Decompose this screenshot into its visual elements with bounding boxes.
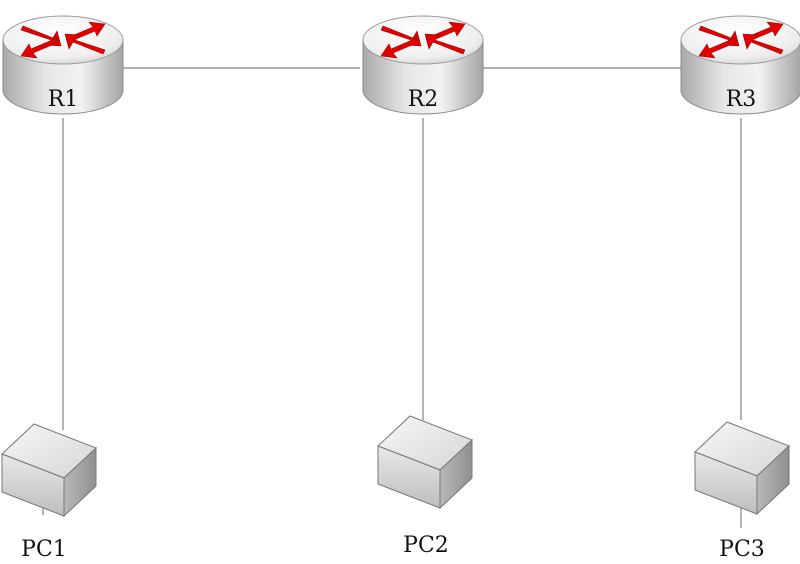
pc-icon xyxy=(377,415,473,509)
pc-pc2[interactable] xyxy=(377,415,473,509)
router-label-r2: R2 xyxy=(408,87,439,112)
pc-pc1[interactable] xyxy=(1,423,97,517)
router-label-r1: R1 xyxy=(48,87,79,112)
pc-icon xyxy=(1,423,97,517)
router-label-r3: R3 xyxy=(726,87,757,112)
pc-label-pc3: PC3 xyxy=(719,537,765,562)
pc-icon xyxy=(694,421,790,515)
pc-pc3[interactable] xyxy=(694,421,790,515)
pc-label-pc1: PC1 xyxy=(21,537,67,562)
pc-label-pc2: PC2 xyxy=(403,533,449,558)
